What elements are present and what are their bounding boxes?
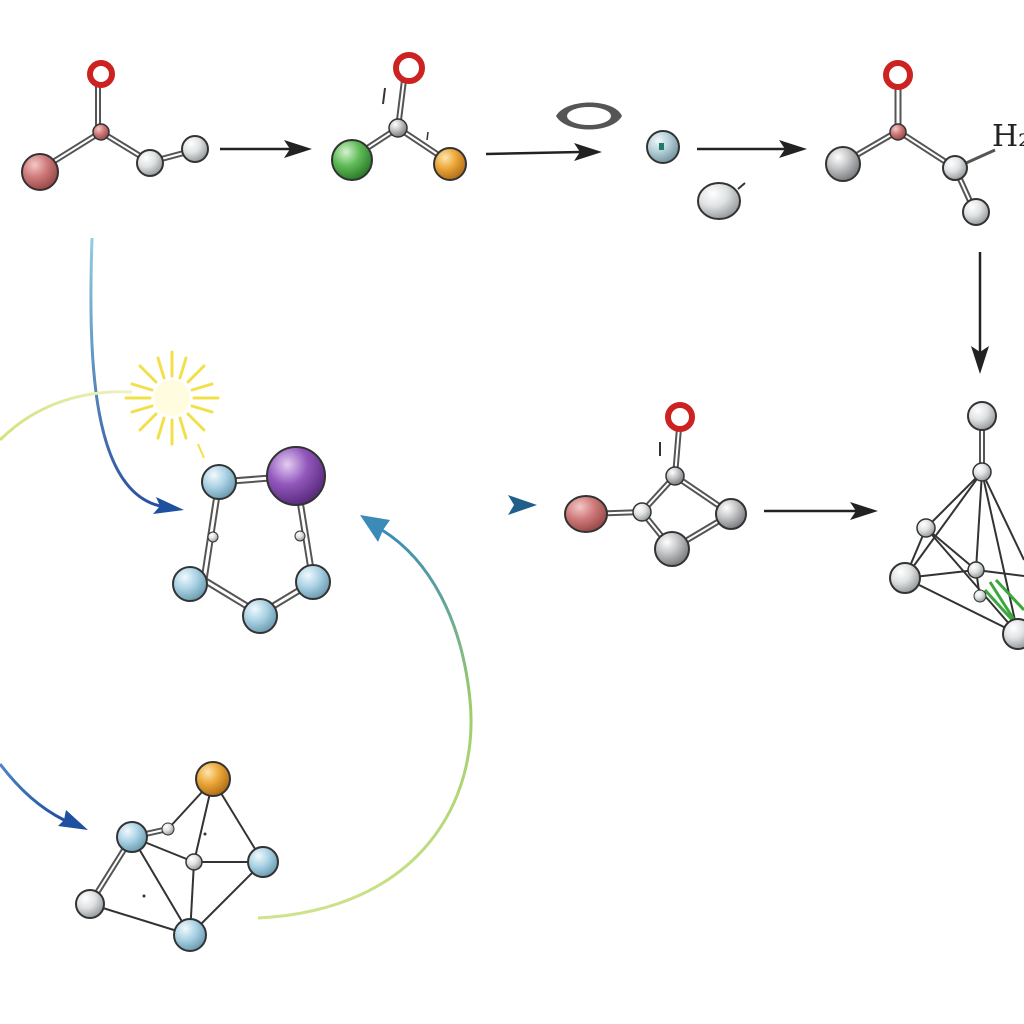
blue-atom (173, 918, 207, 952)
arrow-1-to-5-curved (89, 237, 184, 514)
molecule-3-fragments (556, 102, 746, 220)
carbon-atom (889, 123, 907, 141)
carbon-atom (972, 462, 992, 482)
gray-atom (967, 561, 985, 579)
sun-icon (124, 350, 220, 459)
blue-atom (295, 564, 331, 600)
blue-atom (247, 846, 279, 878)
blue-atom (201, 464, 237, 500)
molecule-2-intermediate (331, 52, 467, 181)
arrow-2-to-3 (485, 143, 602, 161)
molecule-1-reactant (21, 60, 209, 191)
molecule-4-product: H₂ (825, 60, 1024, 226)
arrow-3-to-4 (697, 140, 807, 158)
oxygen-atom (87, 60, 115, 88)
gray-atom (967, 401, 997, 431)
carbon-atom (632, 502, 652, 522)
molecule-6-carbonyl (564, 402, 747, 567)
carbon-atom (185, 853, 203, 871)
gray-atom (1002, 618, 1024, 650)
gray-atom (942, 155, 968, 181)
orange-atom (195, 761, 231, 797)
carbon-atom (388, 118, 408, 138)
carbon-atom (92, 123, 110, 141)
gray-atom (136, 149, 164, 177)
h2-label: H₂ (992, 119, 1024, 154)
arrow-1-to-2 (220, 140, 312, 158)
arrow-lower-left (0, 763, 88, 830)
gray-atom (181, 135, 209, 163)
blue-atom (242, 598, 278, 634)
arrow-5-to-6 (345, 495, 537, 515)
carbon-atom (665, 466, 685, 486)
green-atom (331, 139, 373, 181)
gray-atom (654, 531, 690, 567)
gray-atom (916, 518, 936, 538)
red-atom (564, 495, 608, 533)
arrow-6-to-7 (764, 502, 878, 520)
gray-atom (825, 146, 861, 182)
gray-atom (889, 562, 921, 594)
molecule-8-cluster-catalyst (75, 761, 279, 952)
gray-atom (697, 182, 741, 220)
gray-atom (75, 889, 105, 919)
molecule-7-cluster-product (889, 401, 1024, 650)
molecule-5-ring-catalyst (172, 446, 331, 634)
carbon-atom (161, 822, 175, 836)
oxygen-atom (883, 60, 913, 90)
arrow-4-to-7 (971, 252, 989, 374)
purple-atom (266, 446, 326, 506)
oxygen-atom (665, 402, 695, 432)
gray-atom (973, 589, 987, 603)
gray-atom (715, 498, 747, 530)
blue-atom (116, 821, 148, 853)
blue-atom (172, 566, 208, 602)
gray-atom (962, 198, 990, 226)
arrow-8-to-5-curved (257, 515, 473, 920)
orange-atom (433, 147, 467, 181)
red-atom (21, 153, 59, 191)
oxygen-atom (393, 52, 425, 84)
yellow-arc (0, 390, 133, 442)
